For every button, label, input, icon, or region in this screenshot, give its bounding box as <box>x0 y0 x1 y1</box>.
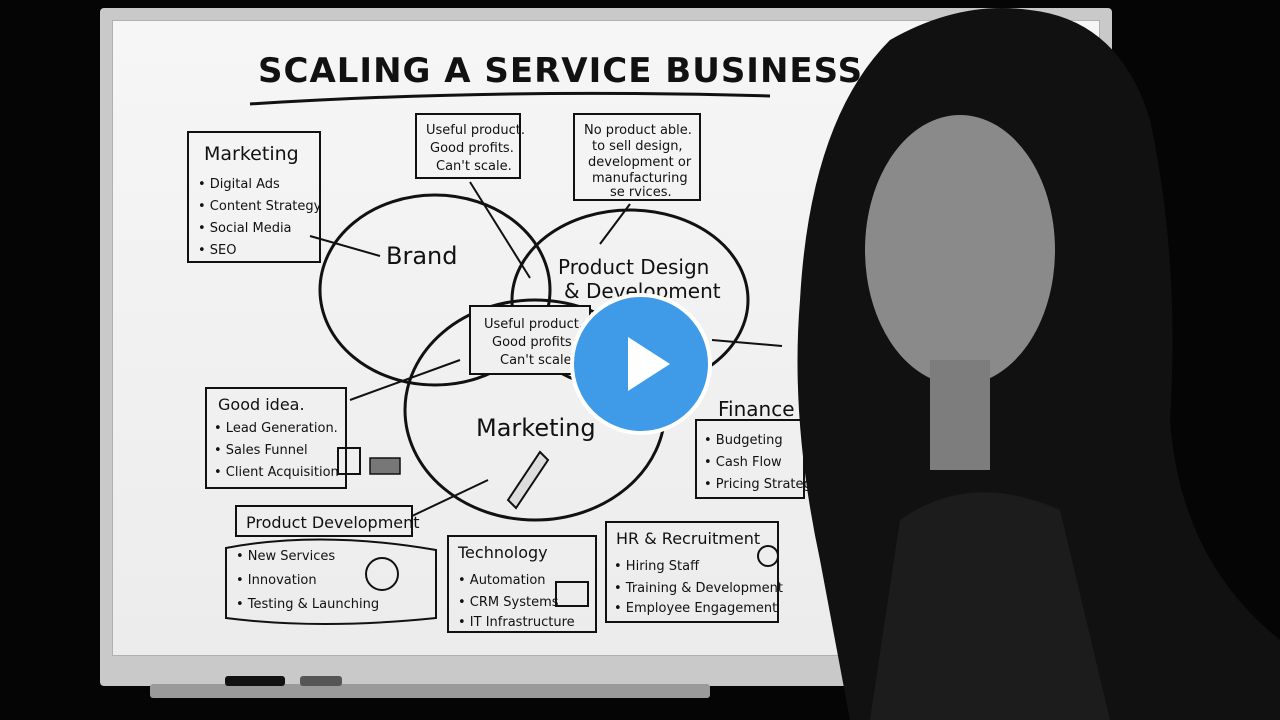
cup-icon <box>337 447 361 475</box>
lightbulb-icon <box>365 557 399 591</box>
note-line: to sell design, <box>592 139 683 154</box>
note-line: Useful product. <box>426 123 525 138</box>
marker-tray <box>150 684 710 698</box>
play-icon <box>628 337 670 391</box>
list-item: • Budgeting <box>704 433 783 448</box>
technology-heading: Technology <box>457 543 548 562</box>
product-dev-heading-box <box>235 505 413 537</box>
presenter-photo <box>797 8 1280 720</box>
arrow <box>599 203 631 245</box>
brand-circle <box>318 193 552 387</box>
note-line: Good profits. <box>492 335 576 350</box>
list-item: • Cash Flow <box>704 455 782 470</box>
list-item: • Digital Ads <box>198 177 280 192</box>
finance-heading: Finance <box>718 397 795 421</box>
list-item: • Lead Generation. <box>214 421 338 436</box>
box-icon <box>369 457 401 475</box>
person-icon <box>757 545 779 567</box>
note-box <box>573 113 701 201</box>
list-item: • Employee Engagement <box>614 601 777 616</box>
hr-box <box>605 521 779 623</box>
list-item: • CRM Systems <box>458 595 559 610</box>
list-item: • Client Acquisition <box>214 465 339 480</box>
note-box <box>415 113 521 179</box>
list-item: • Pricing Strategy <box>704 477 820 492</box>
list-item: • Testing & Launching <box>236 597 379 612</box>
monitor-icon <box>555 581 589 607</box>
brand-label: Brand <box>386 242 457 270</box>
list-item: • Innovation <box>236 573 317 588</box>
note-line: Useful product. <box>484 317 583 332</box>
arrow <box>309 235 381 257</box>
arrow <box>469 181 531 279</box>
list-item: • Content Strategy <box>198 199 322 214</box>
note-line: se rvices. <box>610 185 672 200</box>
product-dev-heading: Product Development <box>246 513 420 532</box>
marker <box>300 676 342 686</box>
note-line: Good profits. <box>430 141 514 156</box>
product-label: Product Design <box>558 255 709 279</box>
good-idea-heading: Good idea. <box>218 395 305 414</box>
arrow <box>411 479 489 517</box>
list-item: • Social Media <box>198 221 292 236</box>
note-line: manufacturing <box>592 171 688 186</box>
list-item: • SEO <box>198 243 237 258</box>
good-idea-box <box>205 387 347 489</box>
rocket-icon <box>506 450 550 510</box>
note-line: Can't scale. <box>500 353 576 368</box>
technology-box <box>447 535 597 633</box>
marker <box>225 676 285 686</box>
list-item: • Training & Development <box>614 581 783 596</box>
note-line: No product able. <box>584 123 692 138</box>
marketing-box <box>187 131 321 263</box>
hr-heading: HR & Recruitment <box>616 529 760 548</box>
note-line: Can't scale. <box>436 159 512 174</box>
list-item: • Automation <box>458 573 546 588</box>
arrow <box>711 339 783 347</box>
play-button[interactable] <box>570 293 712 435</box>
list-item: • Sales Funnel <box>214 443 308 458</box>
product-dev-cloud <box>225 538 437 625</box>
list-item: • Hiring Staff <box>614 559 700 574</box>
marketing-box-heading: Marketing <box>204 143 299 165</box>
list-item: • IT Infrastructure <box>458 615 575 630</box>
arrow <box>349 359 461 401</box>
list-item: • New Services <box>236 549 335 564</box>
note-line: development or <box>588 155 692 170</box>
marketing-label: Marketing <box>476 414 596 442</box>
video-title: SCALING A SERVICE BUSINESS <box>258 51 863 91</box>
